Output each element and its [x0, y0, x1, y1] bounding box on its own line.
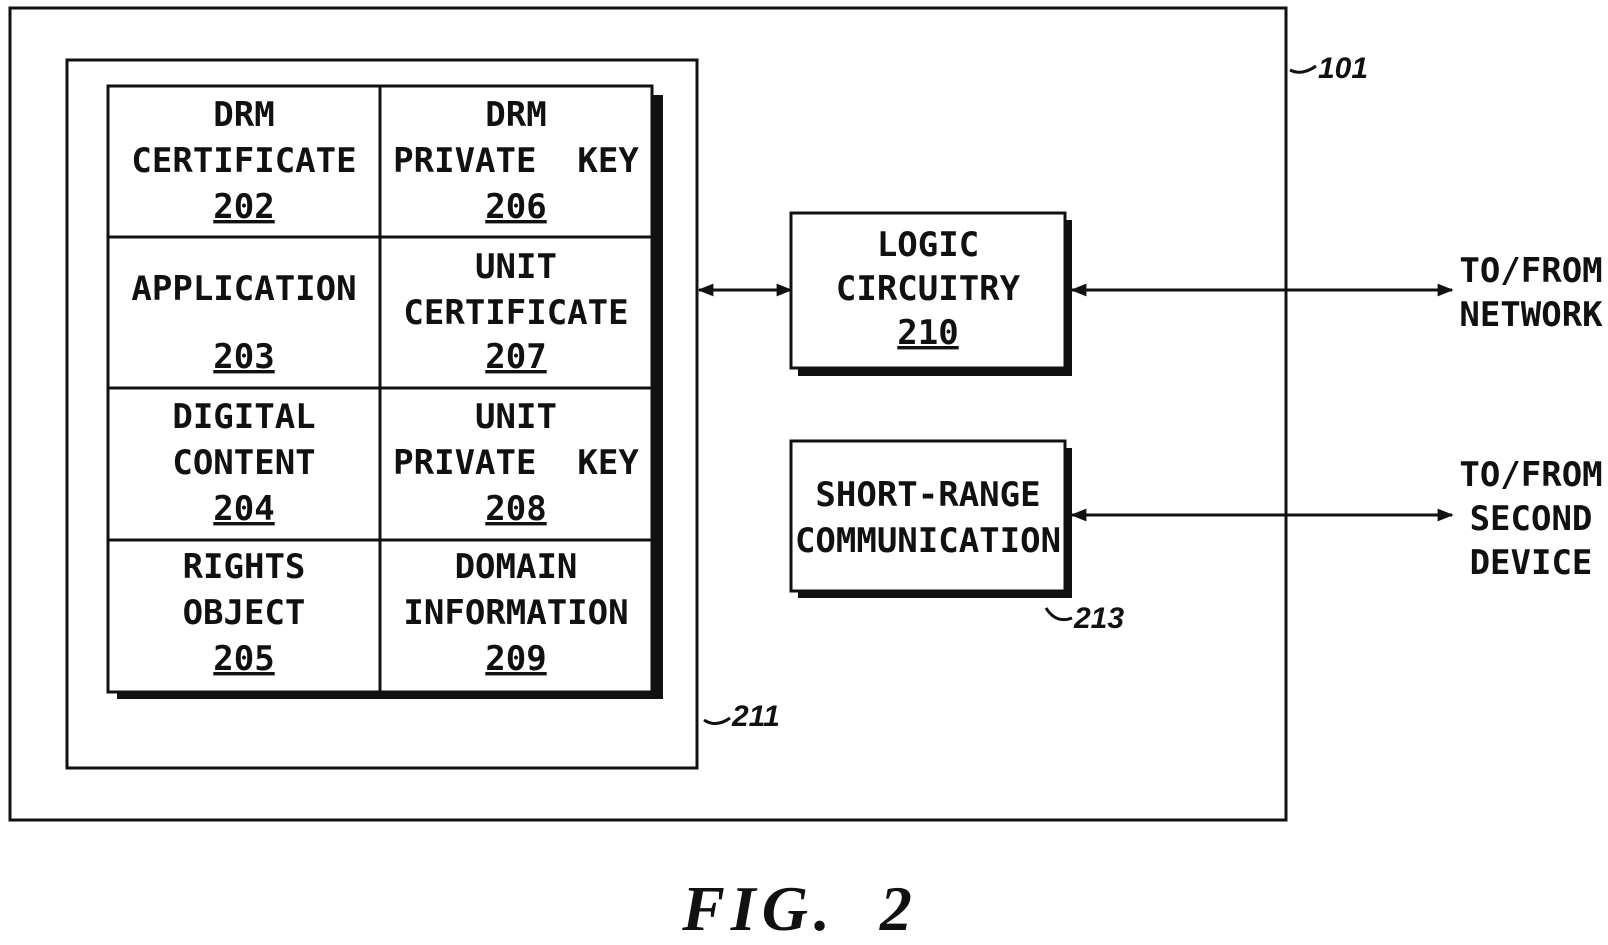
device-ref: 101 [1318, 52, 1368, 85]
cell-ref: 206 [485, 187, 546, 227]
figure-label: FIG. 2 [681, 873, 918, 944]
memory-ref: 211 [731, 700, 780, 733]
cell-drm-private-key: DRM PRIVATE KEY 206 [393, 95, 639, 227]
cell-ref: 202 [213, 187, 274, 227]
cell-unit-private-key: UNIT PRIVATE KEY 208 [393, 397, 639, 529]
device-callout-line [1289, 64, 1317, 74]
cell-label-line: DRM [213, 95, 274, 135]
second-device-label-line: TO/FROM [1459, 455, 1602, 495]
cell-label-line: RIGHTS [183, 547, 306, 587]
cell-label-line: UNIT [475, 247, 557, 287]
shortrange-ref: 213 [1073, 602, 1124, 635]
network-label-line: TO/FROM [1459, 251, 1602, 291]
cell-ref: 205 [213, 639, 274, 679]
cell-rights-object: RIGHTS OBJECT 205 [183, 547, 306, 679]
logic-label-line: CIRCUITRY [836, 269, 1021, 309]
shortrange-label-line: COMMUNICATION [795, 521, 1061, 561]
cell-unit-certificate: UNIT CERTIFICATE 207 [403, 247, 628, 377]
cell-ref: 207 [485, 337, 546, 377]
logic-circuitry-box [789, 211, 1067, 370]
cell-label-line: CERTIFICATE [403, 293, 628, 333]
cell-label-line: DIGITAL [172, 397, 315, 437]
network-label-line: NETWORK [1459, 295, 1603, 335]
cell-label-line: PRIVATE KEY [393, 141, 639, 181]
short-range-communication-box [789, 439, 1067, 593]
logic-label-line: LOGIC [877, 225, 979, 265]
cell-label-line: DOMAIN [455, 547, 578, 587]
cell-drm-certificate: DRM CERTIFICATE 202 [131, 95, 356, 227]
cell-ref: 208 [485, 489, 546, 529]
cell-digital-content: DIGITAL CONTENT 204 [172, 397, 315, 529]
memory-callout-line [703, 716, 731, 725]
cell-domain-information: DOMAIN INFORMATION 209 [403, 547, 628, 679]
cell-label-line: INFORMATION [403, 593, 628, 633]
second-device-label-line: DEVICE [1470, 543, 1593, 583]
cell-label-line: OBJECT [183, 593, 306, 633]
cell-label-line: DRM [485, 95, 546, 135]
cell-ref: 204 [213, 489, 274, 529]
shortrange-callout-line [1044, 607, 1073, 622]
logic-ref: 210 [897, 313, 958, 353]
cell-label-line: UNIT [475, 397, 557, 437]
cell-ref: 203 [213, 337, 274, 377]
cell-label-line: CONTENT [172, 443, 315, 483]
shortrange-label-line: SHORT-RANGE [815, 475, 1040, 515]
cell-application: APPLICATION 203 [131, 269, 356, 377]
cell-label-line: PRIVATE KEY [393, 443, 639, 483]
cell-ref: 209 [485, 639, 546, 679]
cell-label-line: CERTIFICATE [131, 141, 356, 181]
cell-label-line: APPLICATION [131, 269, 356, 309]
second-device-label-line: SECOND [1470, 499, 1593, 539]
